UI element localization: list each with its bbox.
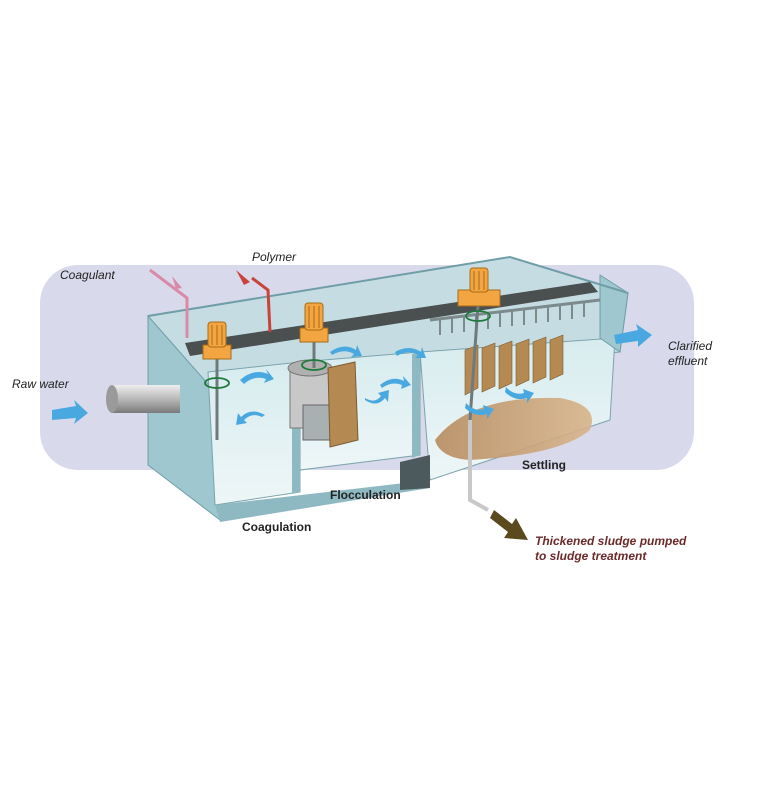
scraper-shaft bbox=[468, 304, 480, 421]
clarified-effluent-label: Clarified effluent bbox=[668, 339, 712, 369]
flocculator-mixer bbox=[287, 359, 334, 441]
sludge-arrow bbox=[490, 510, 528, 540]
flocculation-baffle bbox=[327, 361, 359, 448]
coagulant-arrow bbox=[172, 276, 182, 289]
clarified-effluent-arrow bbox=[614, 324, 652, 347]
polymer-arrow bbox=[236, 270, 250, 285]
sludge-label-line-2: to sludge treatment bbox=[535, 549, 647, 563]
coagulation-label: Coagulation bbox=[242, 520, 312, 534]
clarified-effluent-line-1: Clarified bbox=[668, 339, 713, 353]
rotation-indicators bbox=[204, 310, 491, 389]
partition-wall-2 bbox=[412, 352, 420, 458]
sludge-withdrawal-pipe bbox=[468, 420, 489, 512]
raw-water-label: Raw water bbox=[12, 377, 69, 391]
coagulant-pipe bbox=[149, 268, 189, 338]
coagulation-basin bbox=[207, 361, 301, 506]
settling-motor bbox=[457, 267, 501, 307]
flocculation-label: Flocculation bbox=[330, 488, 401, 502]
flocculation-motor bbox=[299, 302, 329, 343]
polymer-label: Polymer bbox=[252, 250, 297, 264]
inlet-pipe bbox=[106, 385, 180, 413]
flow-arrows bbox=[236, 345, 534, 425]
raw-water-arrow bbox=[52, 400, 88, 424]
coagulant-label: Coagulant bbox=[60, 268, 115, 282]
settling-label: Settling bbox=[522, 458, 566, 472]
coagulation-motor bbox=[202, 321, 232, 360]
sludge-label-line-1: Thickened sludge pumped bbox=[535, 534, 687, 548]
polymer-pipe bbox=[251, 276, 272, 333]
sludge-label: Thickened sludge pumped to sludge treatm… bbox=[535, 534, 686, 564]
clarified-effluent-line-2: effluent bbox=[668, 354, 708, 368]
